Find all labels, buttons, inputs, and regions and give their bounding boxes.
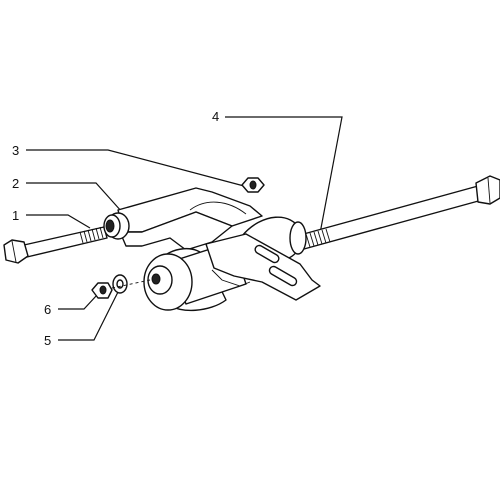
callout-5: 5 [44, 333, 51, 348]
callout-6: 6 [44, 302, 51, 317]
leader-line-6 [58, 294, 98, 310]
leader-line-1 [26, 214, 91, 229]
swing-arm [103, 187, 321, 312]
short-bolt [3, 226, 108, 264]
assembly-axis [111, 279, 151, 289]
nut-bottom [91, 282, 113, 299]
nut-top [241, 177, 265, 193]
leader-line-5 [58, 291, 119, 341]
leader-lines [26, 116, 343, 341]
callout-numbers: 4 3 2 1 6 5 [12, 109, 219, 348]
leader-line-4 [225, 116, 343, 245]
callout-1: 1 [12, 208, 19, 223]
long-bolt [299, 175, 500, 250]
callout-3: 3 [12, 143, 19, 158]
leader-line-3 [26, 149, 245, 187]
callout-4: 4 [212, 109, 219, 124]
callout-2: 2 [12, 176, 19, 191]
leader-line-2 [26, 182, 123, 213]
washer [112, 274, 128, 294]
